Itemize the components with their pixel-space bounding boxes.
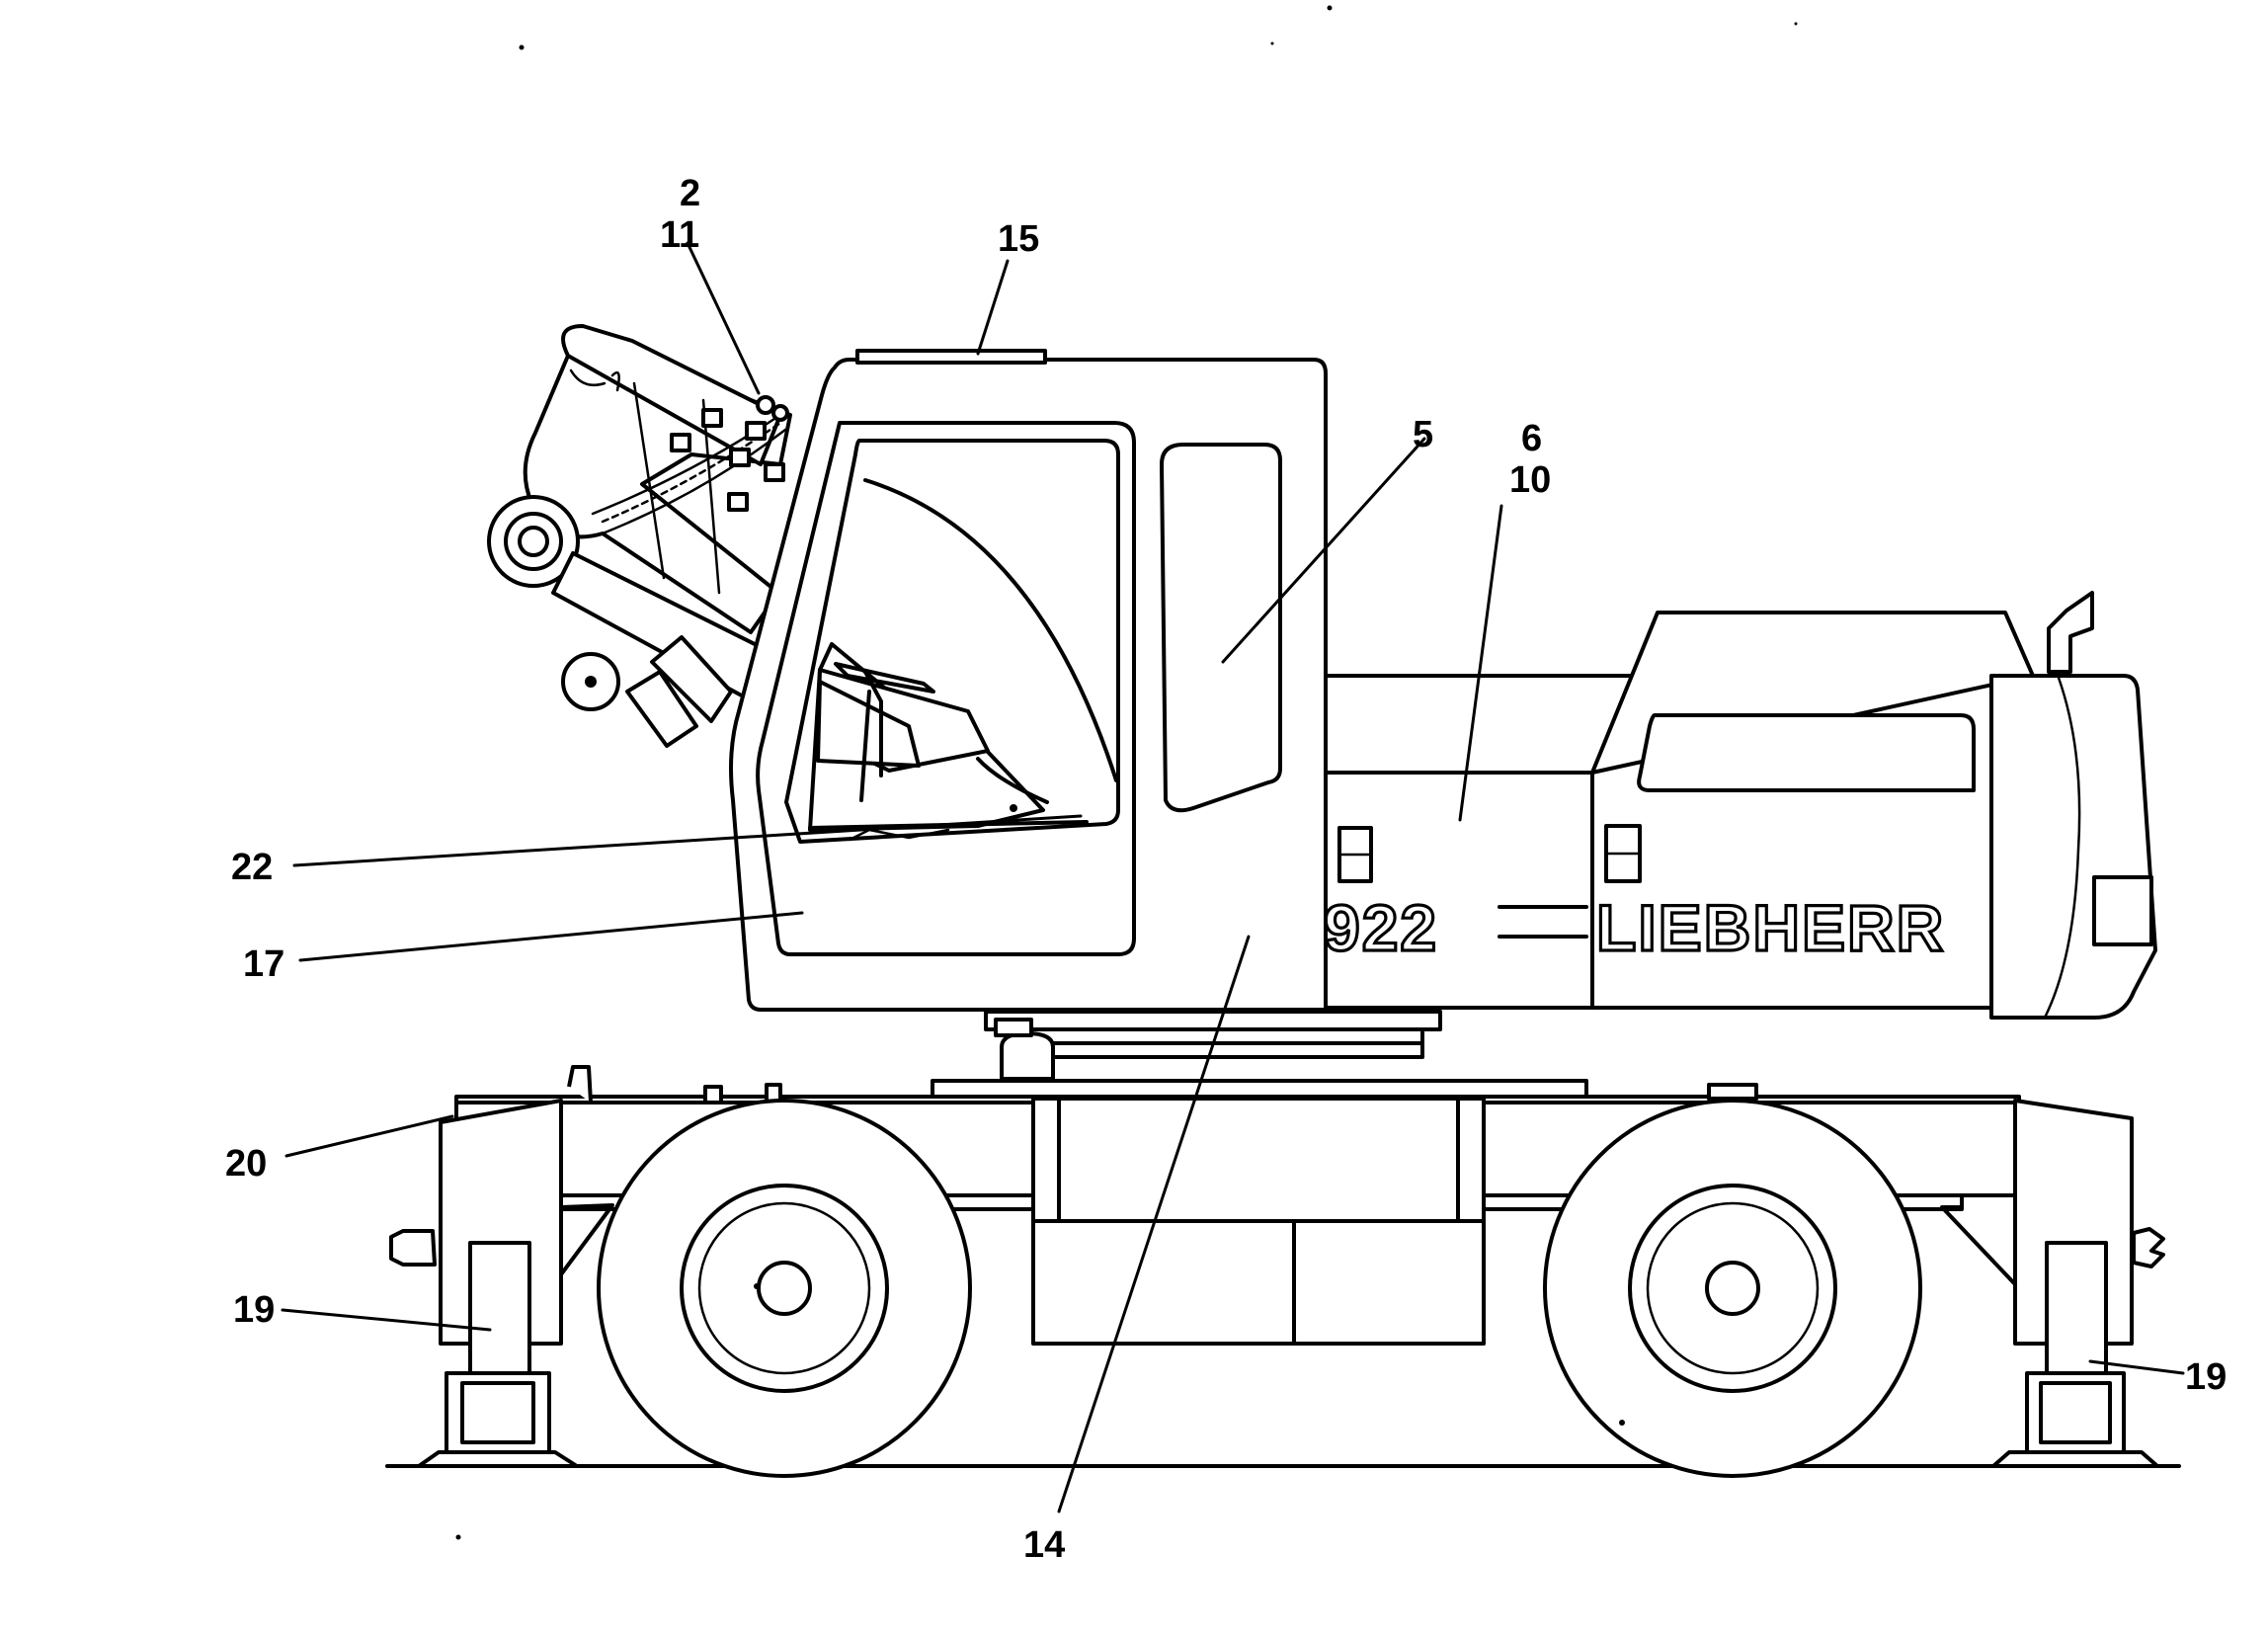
slewing-ring [931, 1010, 1588, 1099]
callout-14: 14 [1023, 1524, 1065, 1566]
callout-22: 22 [231, 847, 273, 888]
callout-5: 5 [1413, 414, 1433, 455]
upper-carriage: 922 LIEBHERR [1312, 591, 2157, 1020]
callout-6: 6 [1521, 418, 1542, 459]
callout-19-right: 19 [2185, 1356, 2227, 1398]
brand-name: LIEBHERR [1596, 891, 1945, 964]
scan-specks [455, 5, 1798, 1540]
callout-19-left: 19 [233, 1289, 275, 1331]
boom-assembly [487, 324, 792, 748]
model-number: 922 [1324, 891, 1438, 964]
callout-17: 17 [243, 943, 284, 985]
callout-labels: 2 11 15 5 6 10 22 17 14 20 19 19 [225, 173, 2227, 1566]
leader-lines [281, 241, 2185, 1513]
callout-20: 20 [225, 1143, 267, 1185]
callout-11: 11 [660, 214, 699, 256]
front-wheel [597, 1099, 972, 1478]
operator-cab [729, 349, 1328, 1012]
rear-wheel [1543, 1099, 1922, 1478]
callout-15: 15 [998, 218, 1039, 260]
callout-2: 2 [680, 173, 700, 214]
callout-10: 10 [1509, 459, 1551, 501]
